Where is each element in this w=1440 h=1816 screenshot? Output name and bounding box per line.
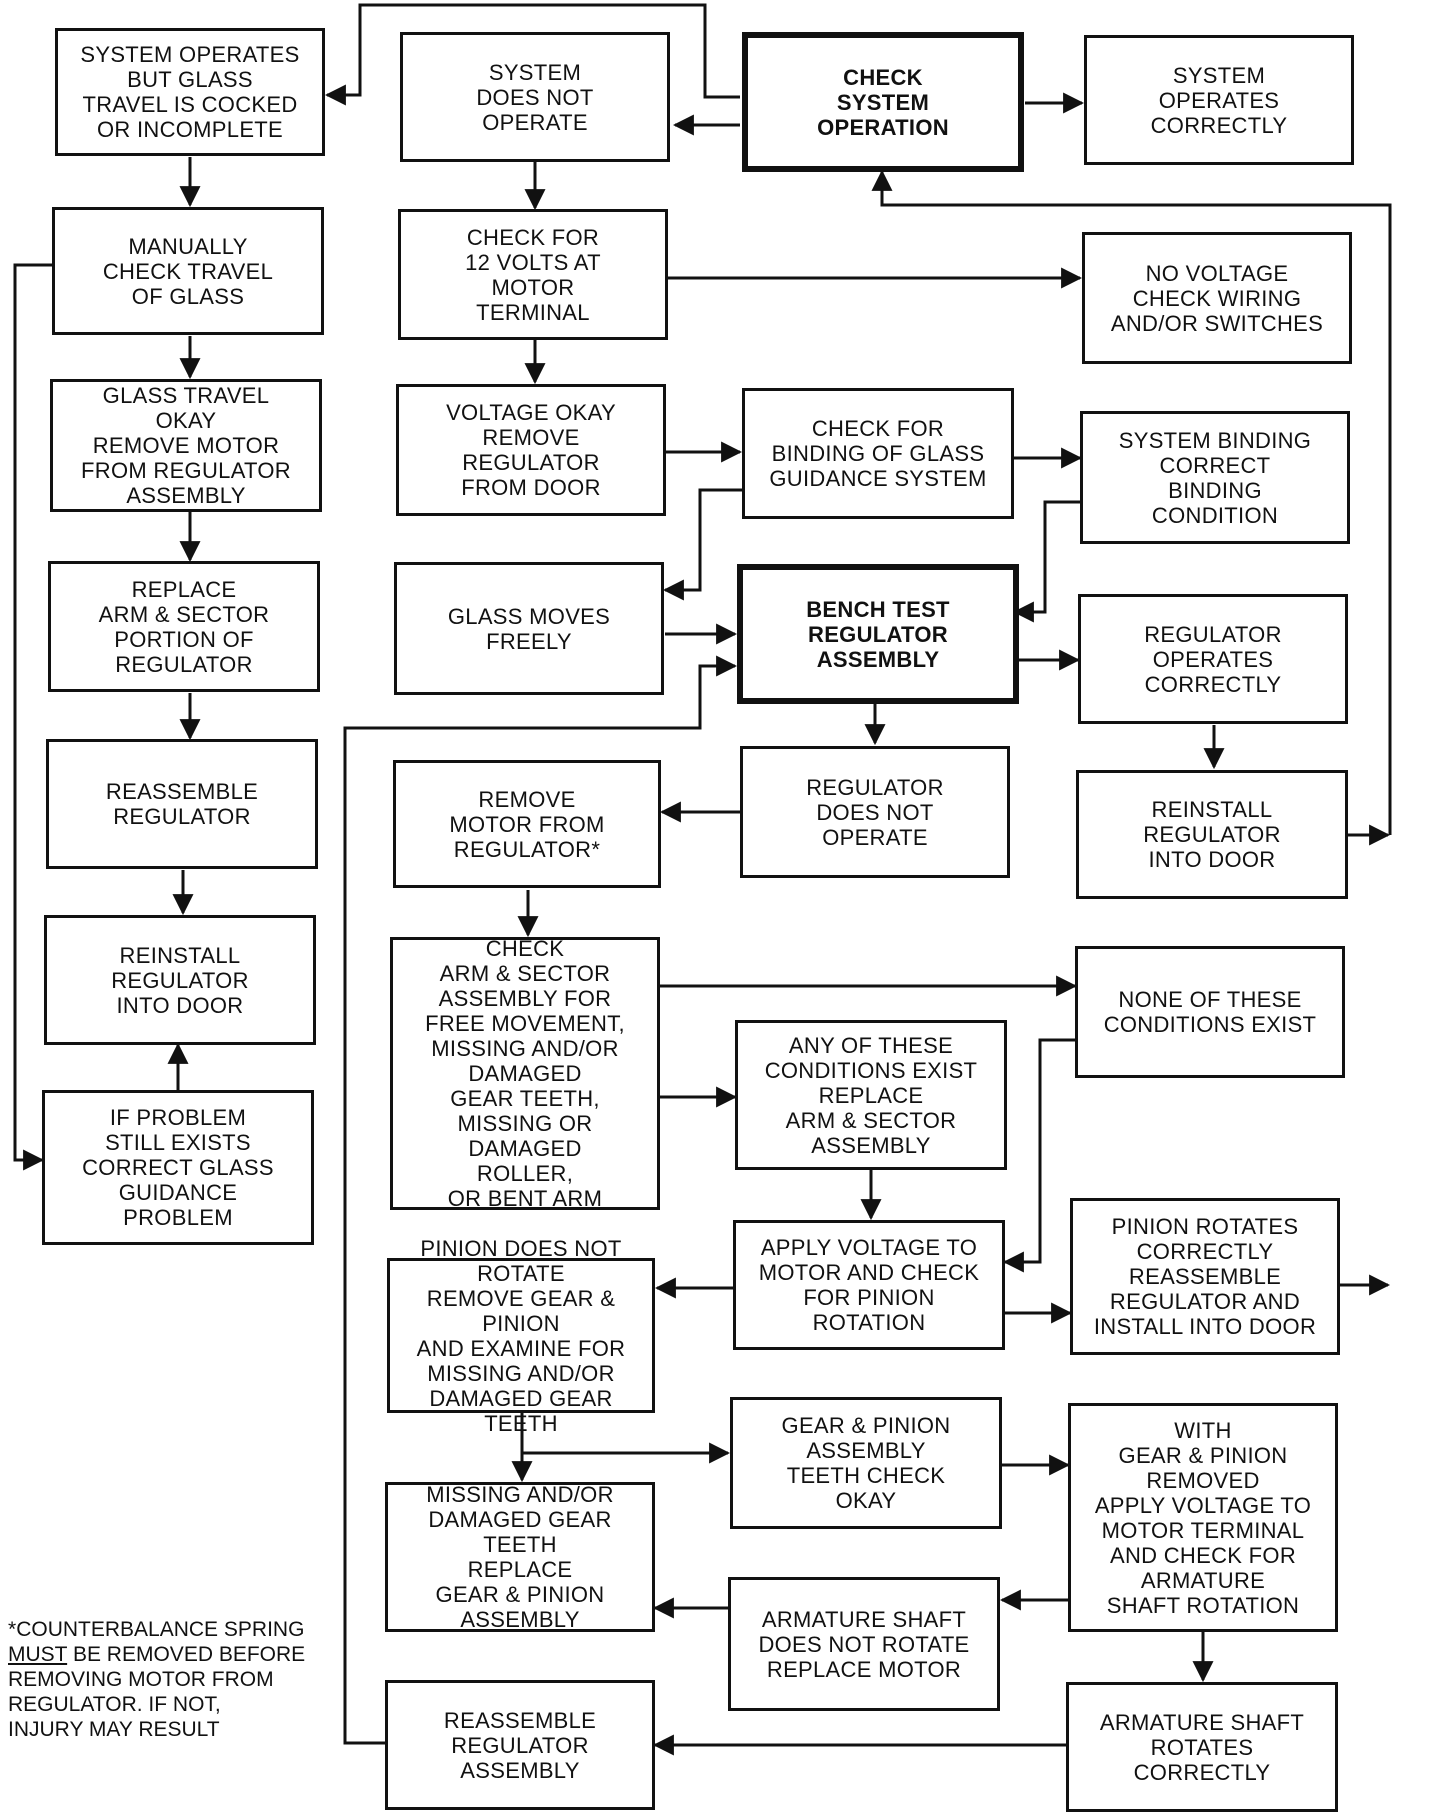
node-none-conditions-exist: NONE OF THESE CONDITIONS EXIST (1075, 946, 1345, 1078)
node-glass-moves-freely: GLASS MOVES FREELY (394, 562, 664, 695)
node-remove-motor-from-regulator: REMOVE MOTOR FROM REGULATOR* (393, 760, 661, 888)
node-with-gear-pinion-removed: WITH GEAR & PINION REMOVED APPLY VOLTAGE… (1068, 1403, 1338, 1632)
node-armature-shaft-rotates: ARMATURE SHAFT ROTATES CORRECTLY (1066, 1682, 1338, 1812)
node-glass-travel-okay: GLASS TRAVEL OKAY REMOVE MOTOR FROM REGU… (50, 379, 322, 512)
footnote-line-2: BE REMOVED BEFORE (67, 1643, 306, 1666)
footnote: *COUNTERBALANCE SPRING MUST BE REMOVED B… (8, 1617, 328, 1742)
node-check-arm-sector-assembly: CHECK ARM & SECTOR ASSEMBLY FOR FREE MOV… (390, 936, 660, 1211)
node-reassemble-regulator-assembly: REASSEMBLE REGULATOR ASSEMBLY (385, 1680, 655, 1810)
node-check-system-operation: CHECK SYSTEM OPERATION (742, 32, 1024, 172)
footnote-line-1: COUNTERBALANCE SPRING (16, 1618, 305, 1641)
arrow-check-to-cocked (324, 3, 740, 106)
node-system-does-not-operate: SYSTEM DOES NOT OPERATE (400, 32, 670, 162)
arrow-reassemble-to-bench (343, 655, 738, 1745)
arrow-none-to-apply (1002, 1038, 1075, 1273)
node-voltage-okay: VOLTAGE OKAY REMOVE REGULATOR FROM DOOR (396, 384, 666, 516)
node-replace-arm-sector-portion: REPLACE ARM & SECTOR PORTION OF REGULATO… (48, 561, 320, 692)
arrow-sysbinding-to-bench (1012, 500, 1080, 623)
node-armature-shaft-does-not-rotate: ARMATURE SHAFT DOES NOT ROTATE REPLACE M… (728, 1577, 1000, 1711)
node-reinstall-regulator-left: REINSTALL REGULATOR INTO DOOR (44, 915, 316, 1045)
node-manually-check-travel: MANUALLY CHECK TRAVEL OF GLASS (52, 207, 324, 335)
footnote-asterisk: * (8, 1618, 17, 1641)
node-bench-test-regulator: BENCH TEST REGULATOR ASSEMBLY (737, 564, 1019, 704)
node-gear-pinion-teeth-okay: GEAR & PINION ASSEMBLY TEETH CHECK OKAY (730, 1397, 1002, 1529)
node-check-binding-glass-guidance: CHECK FOR BINDING OF GLASS GUIDANCE SYST… (742, 388, 1014, 519)
node-check-12-volts: CHECK FOR 12 VOLTS AT MOTOR TERMINAL (398, 209, 668, 340)
node-glass-travel-cocked: SYSTEM OPERATES BUT GLASS TRAVEL IS COCK… (55, 28, 325, 156)
node-regulator-does-not-operate: REGULATOR DOES NOT OPERATE (740, 746, 1010, 878)
node-system-operates-correctly: SYSTEM OPERATES CORRECTLY (1084, 35, 1354, 165)
node-missing-damaged-gear-teeth: MISSING AND/OR DAMAGED GEAR TEETH REPLAC… (385, 1482, 655, 1632)
node-regulator-operates-correctly: REGULATOR OPERATES CORRECTLY (1078, 594, 1348, 724)
arrow-manual-to-still (13, 263, 52, 1171)
node-pinion-rotates-correctly: PINION ROTATES CORRECTLY REASSEMBLE REGU… (1070, 1198, 1340, 1355)
node-any-conditions-exist: ANY OF THESE CONDITIONS EXIST REPLACE AR… (735, 1020, 1007, 1170)
node-reassemble-regulator: REASSEMBLE REGULATOR (46, 739, 318, 869)
node-reinstall-regulator-right: REINSTALL REGULATOR INTO DOOR (1076, 770, 1348, 899)
node-no-voltage: NO VOLTAGE CHECK WIRING AND/OR SWITCHES (1082, 232, 1352, 364)
node-apply-voltage-pinion: APPLY VOLTAGE TO MOTOR AND CHECK FOR PIN… (733, 1220, 1005, 1350)
footnote-must: MUST (8, 1643, 68, 1666)
arrow-loop-to-check (871, 169, 1392, 835)
footnote-line-5: INJURY MAY RESULT (8, 1718, 220, 1741)
footnote-line-3: REMOVING MOTOR FROM (8, 1668, 274, 1691)
arrow-binding-to-bench (662, 488, 742, 601)
footnote-line-4: REGULATOR. IF NOT, (8, 1693, 221, 1716)
node-pinion-does-not-rotate: PINION DOES NOT ROTATE REMOVE GEAR & PIN… (387, 1236, 655, 1436)
node-system-binding: SYSTEM BINDING CORRECT BINDING CONDITION (1080, 411, 1350, 544)
node-problem-still-exists: IF PROBLEM STILL EXISTS CORRECT GLASS GU… (42, 1090, 314, 1245)
